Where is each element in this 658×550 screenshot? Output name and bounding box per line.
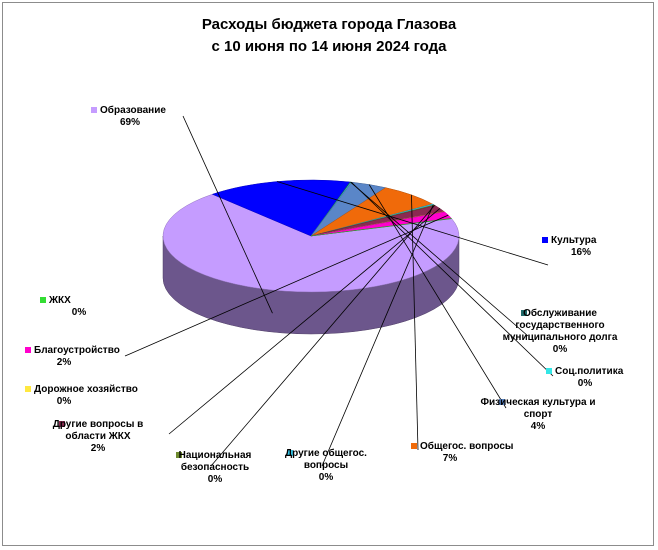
slice-name-label-9: Другие вопросы в — [53, 419, 144, 430]
slice-percent-label-1: 69% — [120, 117, 140, 128]
slice-percent-label-7: 0% — [319, 472, 334, 483]
chart-title: Расходы бюджета города Глазова с 10 июня… — [0, 14, 658, 58]
slice-percent-label-8: 0% — [208, 474, 223, 485]
slice-percent-label-5: 4% — [531, 421, 546, 432]
slice-name-label-9: области ЖКХ — [65, 430, 130, 442]
slice-name-label-5: Физическая культура и — [480, 397, 595, 408]
legend-swatch-1 — [91, 107, 97, 113]
slice-name-label-12: ЖКХ — [48, 295, 71, 306]
leader-line-3 — [350, 181, 529, 337]
slice-name-label-3: муниципального долга — [503, 332, 618, 343]
slice-percent-label-6: 7% — [443, 453, 458, 464]
slice-name-label-11: Благоустройство — [34, 345, 120, 356]
slice-percent-label-2: 16% — [571, 247, 591, 258]
legend-swatch-7 — [287, 450, 293, 456]
slice-name-label-1: Образование — [100, 104, 166, 116]
leader-line-6 — [411, 194, 419, 451]
slice-name-label-7: вопросы — [304, 460, 348, 471]
leader-line-1 — [182, 115, 273, 314]
leader-line-4 — [351, 181, 554, 377]
legend-swatch-3 — [521, 310, 527, 316]
legend-swatch-5 — [499, 399, 505, 405]
slice-percent-label-3: 0% — [553, 344, 568, 355]
leader-line-11 — [124, 214, 449, 357]
slice-percent-label-12: 0% — [72, 307, 87, 318]
leader-line-5 — [368, 184, 507, 409]
legend-swatch-10 — [25, 386, 31, 392]
legend-swatch-11 — [25, 347, 31, 353]
legend-swatch-4 — [546, 368, 552, 374]
slice-name-label-2: Культура — [551, 235, 597, 246]
slice-name-label-3: Обслуживание — [523, 307, 597, 319]
slice-name-label-5: спорт — [524, 409, 553, 420]
pie-slice-12 — [310, 218, 453, 237]
slice-percent-label-9: 2% — [91, 443, 106, 454]
slice-name-label-8: безопасность — [181, 461, 249, 473]
slice-name-label-10: Дорожное хозяйство — [34, 384, 138, 395]
leader-line-8 — [210, 204, 435, 467]
pie-top-faces — [162, 179, 460, 293]
legend-swatch-9 — [59, 421, 65, 427]
slice-name-label-7: Другие общегос. — [285, 447, 367, 459]
legend-swatch-8 — [176, 452, 182, 458]
slice-name-label-3: государственного — [515, 320, 604, 331]
leader-line-7 — [321, 204, 434, 467]
slice-percent-label-10: 0% — [57, 396, 72, 407]
legend-swatch-2 — [542, 237, 548, 243]
slice-name-label-4: Соц.политика — [555, 366, 624, 377]
legend-swatch-12 — [40, 297, 46, 303]
chart-title-line-2: с 10 июня по 14 июня 2024 года — [211, 38, 447, 55]
leader-line-9 — [168, 208, 441, 435]
slice-percent-label-4: 0% — [578, 378, 593, 389]
slice-name-label-8: Национальная — [179, 450, 252, 461]
pie-slice-1 — [162, 193, 460, 293]
slice-percent-label-11: 2% — [57, 357, 72, 368]
legend-swatch-6 — [411, 443, 417, 449]
chart-title-line-1: Расходы бюджета города Глазова — [201, 16, 457, 33]
slice-name-label-6: Общегос. вопросы — [420, 440, 513, 452]
